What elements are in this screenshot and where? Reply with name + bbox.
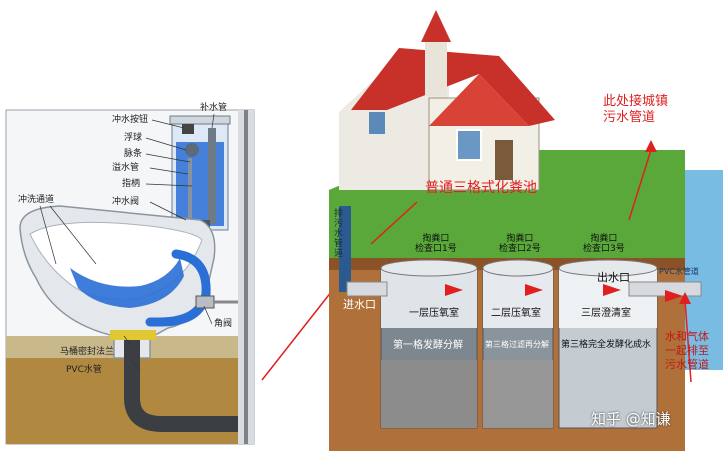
- label-flush-valve: 冲水阀: [112, 197, 140, 207]
- label-flush-button: 冲水按钮: [112, 115, 149, 125]
- roof: [351, 48, 555, 126]
- toilet-diagram: 冲水按钮 浮球 脉条 溢水管 指柄 冲水阀 补水管 冲洗通道 角阀 马桶密封法兰…: [0, 104, 262, 446]
- tank-lid: [169, 115, 231, 125]
- watermark: 知乎 @知谦: [591, 410, 671, 428]
- inlet-pipe: [346, 281, 388, 297]
- tank-water: [176, 142, 224, 226]
- pvc-pipe-label: PVC水管道: [659, 267, 699, 276]
- chamber-2-name: 二层压氧室: [491, 308, 541, 319]
- arrow-to-city-sewer: [628, 149, 652, 221]
- chamber-1-process: 第一格发酵分解: [393, 340, 463, 351]
- label-flange-seal: 马桶密封法兰: [60, 347, 115, 357]
- sewage-pipe-label: 排污水管道: [332, 208, 342, 258]
- float-ball-shape: [185, 143, 199, 157]
- angle-valve-shape: [195, 295, 215, 309]
- door: [495, 140, 513, 180]
- arrow-to-outlet: [684, 299, 692, 383]
- bowl-water: [70, 258, 184, 308]
- toilet-illustration: [5, 109, 255, 445]
- label-overflow-pipe: 溢水管: [112, 163, 140, 173]
- fill-valve-shape: [208, 128, 216, 224]
- flush-button-shape: [182, 124, 194, 134]
- chamber-3-name: 三层澄清室: [581, 308, 631, 319]
- label-angle-valve: 角阀: [214, 319, 233, 329]
- chamber-3-process: 第三格完全发酵化成水: [561, 340, 652, 350]
- city-sewer-note: 此处接城镇 污水管道: [603, 94, 669, 126]
- chamber-2-process: 第三格过滤再分解: [485, 340, 549, 349]
- inlet-label: 进水口: [343, 298, 376, 311]
- tower-roof: [421, 10, 451, 42]
- septic-title: 普通三格式化粪池: [425, 180, 537, 196]
- septic-diagram: 此处接城镇 污水管道 普通三格式化粪池 排污水管道 进水口 出水口 PVC水管道…: [329, 0, 723, 451]
- chamber-1-name: 一层压氧室: [409, 308, 459, 319]
- trapway: [145, 249, 211, 327]
- inspection-port-1: 掏粪口 检查口1号: [415, 234, 457, 255]
- septic-illustration: [329, 0, 723, 451]
- mixed-outflow-note: 水和气体 一起排至 污水管道: [665, 330, 709, 371]
- label-chain: 脉条: [124, 149, 143, 159]
- arrow-title-to-pipe: [370, 201, 418, 245]
- overflow-pipe-shape: [188, 158, 192, 218]
- label-pvc-pipe: PVC水管: [66, 365, 102, 375]
- inspection-port-3: 掏粪口 检查口3号: [583, 234, 625, 255]
- drain-pipe: [124, 340, 238, 432]
- window-side: [369, 112, 385, 134]
- tower: [425, 40, 447, 96]
- flange-seal-shape: [110, 330, 156, 340]
- inspection-port-2: 掏粪口 检查口2号: [499, 234, 541, 255]
- flush-arrows: [49, 229, 159, 253]
- label-refill-pipe: 补水管: [200, 103, 228, 113]
- leader-lines: [39, 113, 215, 371]
- water-body: [685, 170, 723, 370]
- window-front: [456, 129, 482, 161]
- label-flush-channel: 冲洗通道: [18, 195, 55, 205]
- label-lever: 指柄: [122, 179, 141, 189]
- sewage-pipe-vertical: [339, 206, 351, 292]
- label-float-ball: 浮球: [124, 133, 143, 143]
- outlet-label: 出水口: [597, 271, 630, 284]
- flow-arrows: [445, 284, 683, 302]
